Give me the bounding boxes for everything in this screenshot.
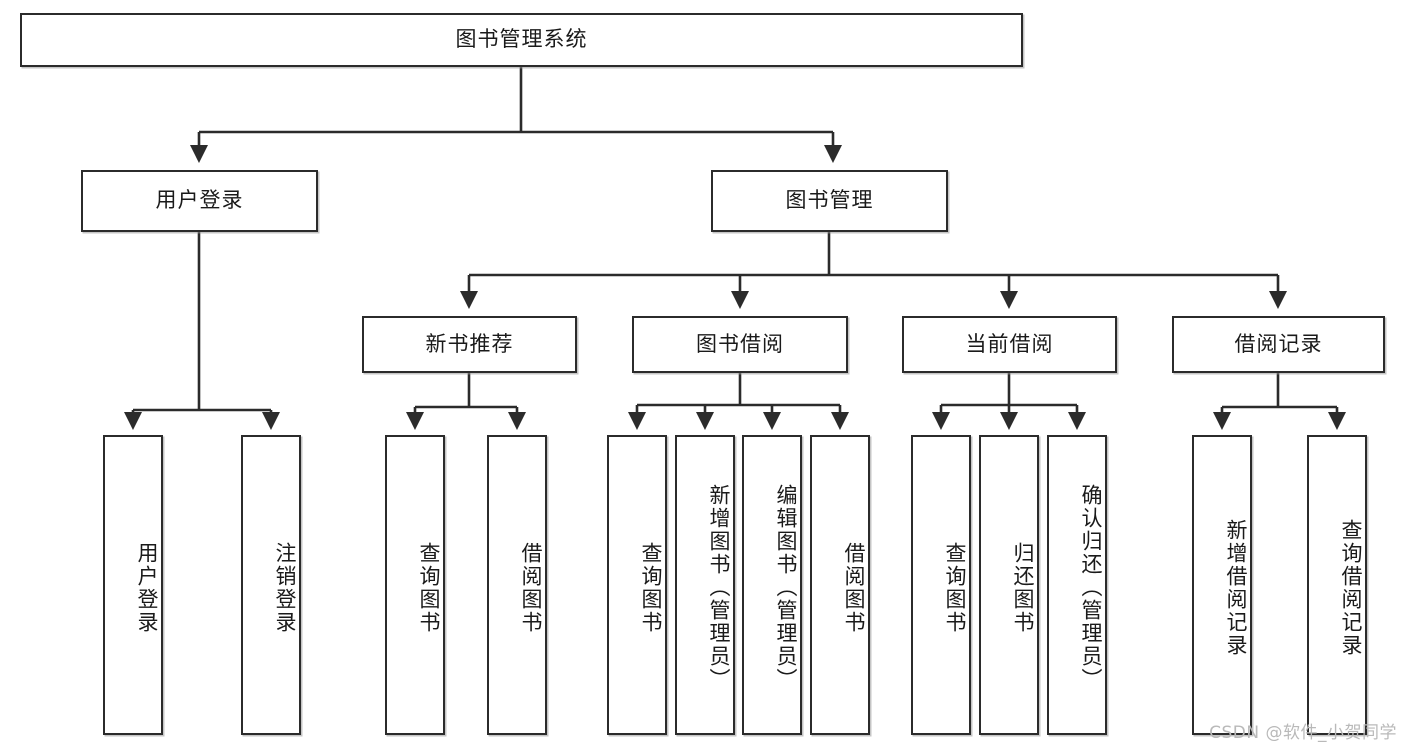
watermark-text: CSDN @软件_小贺同学 [1209,723,1397,743]
node-current-borrow-label: 当前借阅 [965,331,1054,356]
leaf-user-login[interactable]: 用户登录 [103,435,163,735]
leaf-add-book-label: 新增图书（管理员） [707,483,731,691]
leaf-query-borrow-record[interactable]: 查询借阅记录 [1307,435,1367,735]
leaf-query-book-1[interactable]: 查询图书 [385,435,445,735]
leaf-query-book-1-label: 查询图书 [417,542,441,634]
leaf-add-borrow-record[interactable]: 新增借阅记录 [1192,435,1252,735]
leaf-confirm-return[interactable]: 确认归还（管理员） [1047,435,1107,735]
leaf-edit-book-label: 编辑图书（管理员） [774,483,798,691]
leaf-query-book-3-label: 查询图书 [943,542,967,634]
leaf-return-book-label: 归还图书 [1011,542,1035,634]
leaf-edit-book[interactable]: 编辑图书（管理员） [742,435,802,735]
node-user-login-label: 用户登录 [155,188,244,213]
node-book-manage-label: 图书管理 [785,188,874,213]
node-user-login[interactable]: 用户登录 [81,170,318,232]
node-book-borrow-label: 图书借阅 [696,331,784,356]
leaf-query-book-2[interactable]: 查询图书 [607,435,667,735]
leaf-add-borrow-record-label: 新增借阅记录 [1224,519,1248,657]
leaf-borrow-book-2[interactable]: 借阅图书 [810,435,870,735]
node-borrow-record[interactable]: 借阅记录 [1172,316,1385,373]
leaf-logout[interactable]: 注销登录 [241,435,301,735]
node-root-label: 图书管理系统 [455,27,588,52]
leaf-confirm-return-label: 确认归还（管理员） [1079,483,1103,691]
leaf-user-login-label: 用户登录 [135,542,159,634]
leaf-add-book[interactable]: 新增图书（管理员） [675,435,735,735]
leaf-borrow-book-1-label: 借阅图书 [519,542,543,634]
leaf-borrow-book-2-label: 借阅图书 [842,542,866,634]
leaf-query-book-2-label: 查询图书 [639,542,663,634]
leaf-query-book-3[interactable]: 查询图书 [911,435,971,735]
leaf-borrow-book-1[interactable]: 借阅图书 [487,435,547,735]
leaf-logout-label: 注销登录 [273,542,297,634]
leaf-query-borrow-record-label: 查询借阅记录 [1339,519,1363,657]
node-book-borrow[interactable]: 图书借阅 [632,316,848,373]
node-borrow-record-label: 借阅记录 [1234,331,1323,356]
node-book-manage[interactable]: 图书管理 [711,170,948,232]
node-new-book-recommend-label: 新书推荐 [425,331,514,356]
node-new-book-recommend[interactable]: 新书推荐 [362,316,577,373]
leaf-return-book[interactable]: 归还图书 [979,435,1039,735]
node-current-borrow[interactable]: 当前借阅 [902,316,1117,373]
node-root[interactable]: 图书管理系统 [20,13,1023,67]
